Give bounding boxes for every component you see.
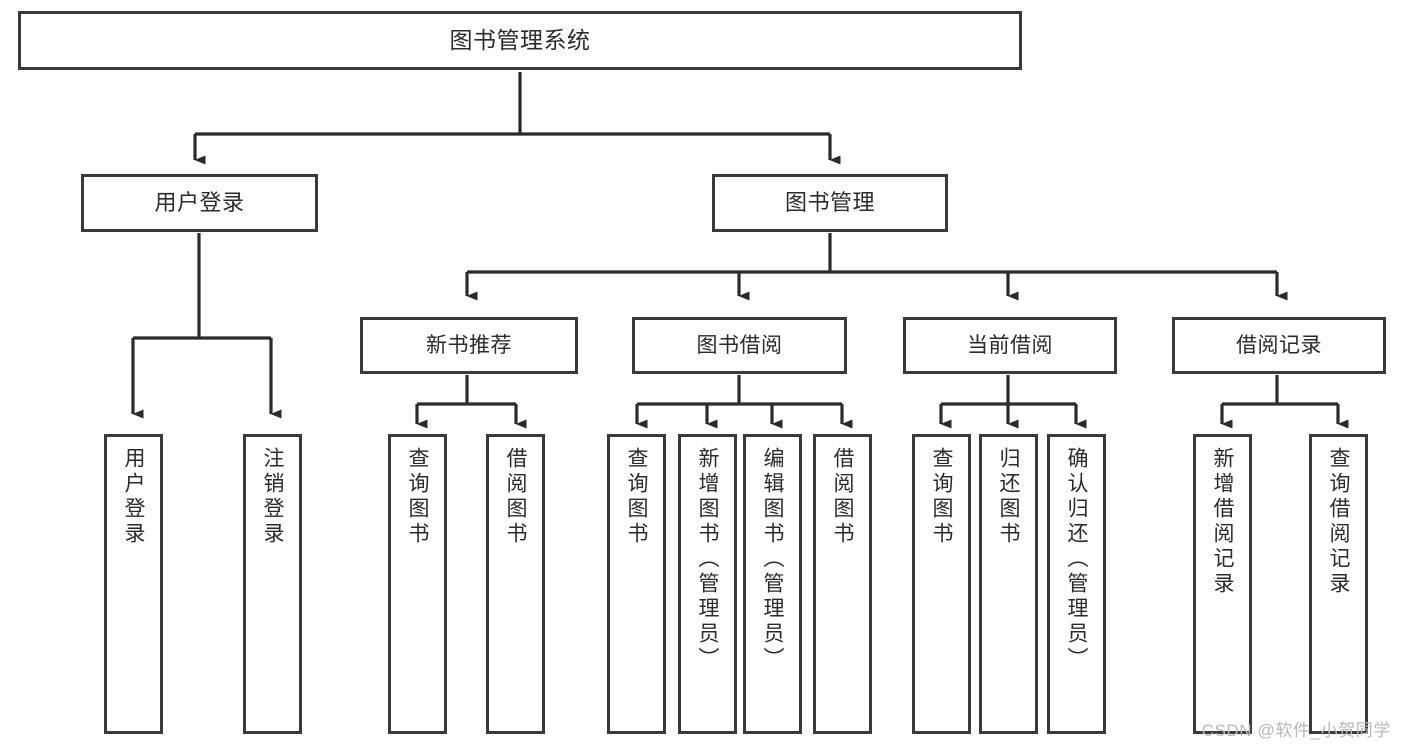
leaf-confirm-return-admin[interactable]: 确认归还（管理员） (1047, 434, 1106, 734)
node-label: 确认归还（管理员） (1065, 447, 1088, 672)
leaf-borrow-book-recommend[interactable]: 借阅图书 (486, 434, 545, 734)
leaf-add-book-admin[interactable]: 新增图书（管理员） (678, 434, 737, 734)
leaf-return-book[interactable]: 归还图书 (979, 434, 1038, 734)
node-label: 借阅图书 (504, 447, 527, 547)
leaf-query-borrow-record[interactable]: 查询借阅记录 (1309, 434, 1368, 734)
node-root-system[interactable]: 图书管理系统 (18, 11, 1022, 70)
node-label: 图书借阅 (696, 333, 783, 357)
leaf-logout[interactable]: 注销登录 (243, 434, 302, 734)
node-label: 新增图书（管理员） (696, 447, 719, 672)
leaf-query-book-current[interactable]: 查询图书 (912, 434, 971, 734)
leaf-edit-book-admin[interactable]: 编辑图书（管理员） (743, 434, 802, 734)
node-current-borrow[interactable]: 当前借阅 (903, 317, 1117, 374)
node-label: 借阅图书 (831, 447, 854, 547)
watermark-text: CSDN @软件_小贺同学 (1201, 721, 1391, 740)
node-label: 编辑图书（管理员） (761, 447, 784, 672)
node-label: 注销登录 (261, 447, 284, 547)
node-label: 查询图书 (406, 447, 429, 547)
node-book-borrow[interactable]: 图书借阅 (632, 317, 847, 374)
node-user-login[interactable]: 用户登录 (81, 174, 318, 232)
node-label: 查询借阅记录 (1327, 447, 1350, 597)
node-label: 归还图书 (997, 447, 1020, 547)
leaf-user-login[interactable]: 用户登录 (104, 434, 163, 734)
node-label: 查询图书 (625, 447, 648, 547)
leaf-query-book-recommend[interactable]: 查询图书 (388, 434, 447, 734)
node-label: 用户登录 (154, 189, 245, 215)
node-label: 用户登录 (122, 447, 145, 547)
node-label: 新增借阅记录 (1211, 447, 1234, 597)
node-label: 当前借阅 (967, 333, 1053, 357)
node-label: 借阅记录 (1236, 333, 1322, 357)
node-label: 图书管理系统 (449, 27, 591, 54)
leaf-borrow-book[interactable]: 借阅图书 (813, 434, 872, 734)
node-book-management[interactable]: 图书管理 (712, 174, 948, 232)
node-borrow-record[interactable]: 借阅记录 (1172, 317, 1386, 374)
node-label: 查询图书 (930, 447, 953, 547)
leaf-query-book-borrow[interactable]: 查询图书 (607, 434, 666, 734)
node-new-book-recommend[interactable]: 新书推荐 (360, 317, 578, 374)
node-label: 图书管理 (784, 189, 875, 215)
node-label: 新书推荐 (426, 333, 512, 357)
leaf-add-borrow-record[interactable]: 新增借阅记录 (1193, 434, 1252, 734)
